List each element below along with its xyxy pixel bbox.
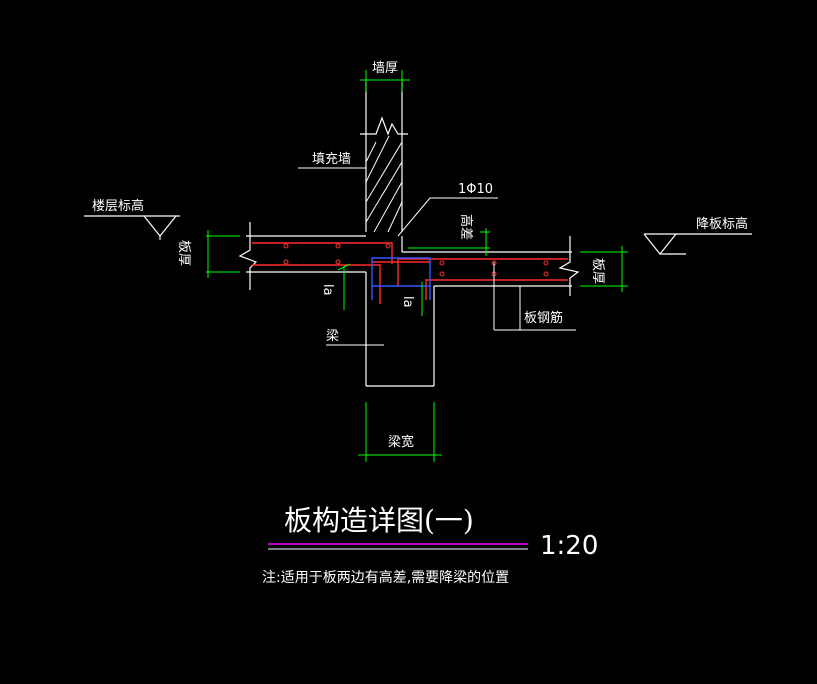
wall-hatch — [365, 135, 403, 233]
rebar-spec-label: 1Φ10 — [458, 182, 493, 197]
slab-rebar-lines — [252, 242, 568, 304]
beam-stirrup — [371, 257, 431, 300]
height-diff-label: 高差 — [458, 214, 474, 240]
anchorage-right-label: la — [400, 296, 415, 308]
infill-wall-label: 填充墙 — [312, 151, 351, 167]
infill-wall — [360, 82, 408, 232]
beam-width-label: 梁宽 — [388, 434, 414, 450]
slab-thickness-right-label: 板厚 — [590, 258, 605, 284]
concrete-outline — [238, 222, 580, 387]
lowered-slab-elevation-symbol — [643, 233, 752, 255]
drawing-title: 板构造详图(一) — [284, 504, 474, 537]
floor-elevation-label: 楼层标高 — [92, 198, 144, 214]
floor-elevation-symbol — [84, 215, 180, 240]
slab-thickness-left-label: 板厚 — [176, 240, 191, 266]
slab-rebar-label: 板钢筋 — [524, 310, 563, 326]
leader-lines — [298, 167, 576, 346]
dimension-lines — [206, 70, 628, 462]
anchorage-left-label: la — [320, 284, 335, 296]
lowered-slab-elevation-label: 降板标高 — [696, 216, 748, 232]
wall-thickness-label: 墙厚 — [372, 61, 398, 76]
rebar-dots — [283, 243, 549, 277]
drawing-note: 注:适用于板两边有高差,需要降梁的位置 — [262, 569, 509, 586]
beam-label: 梁 — [326, 329, 339, 344]
drawing-scale: 1:20 — [540, 531, 598, 561]
